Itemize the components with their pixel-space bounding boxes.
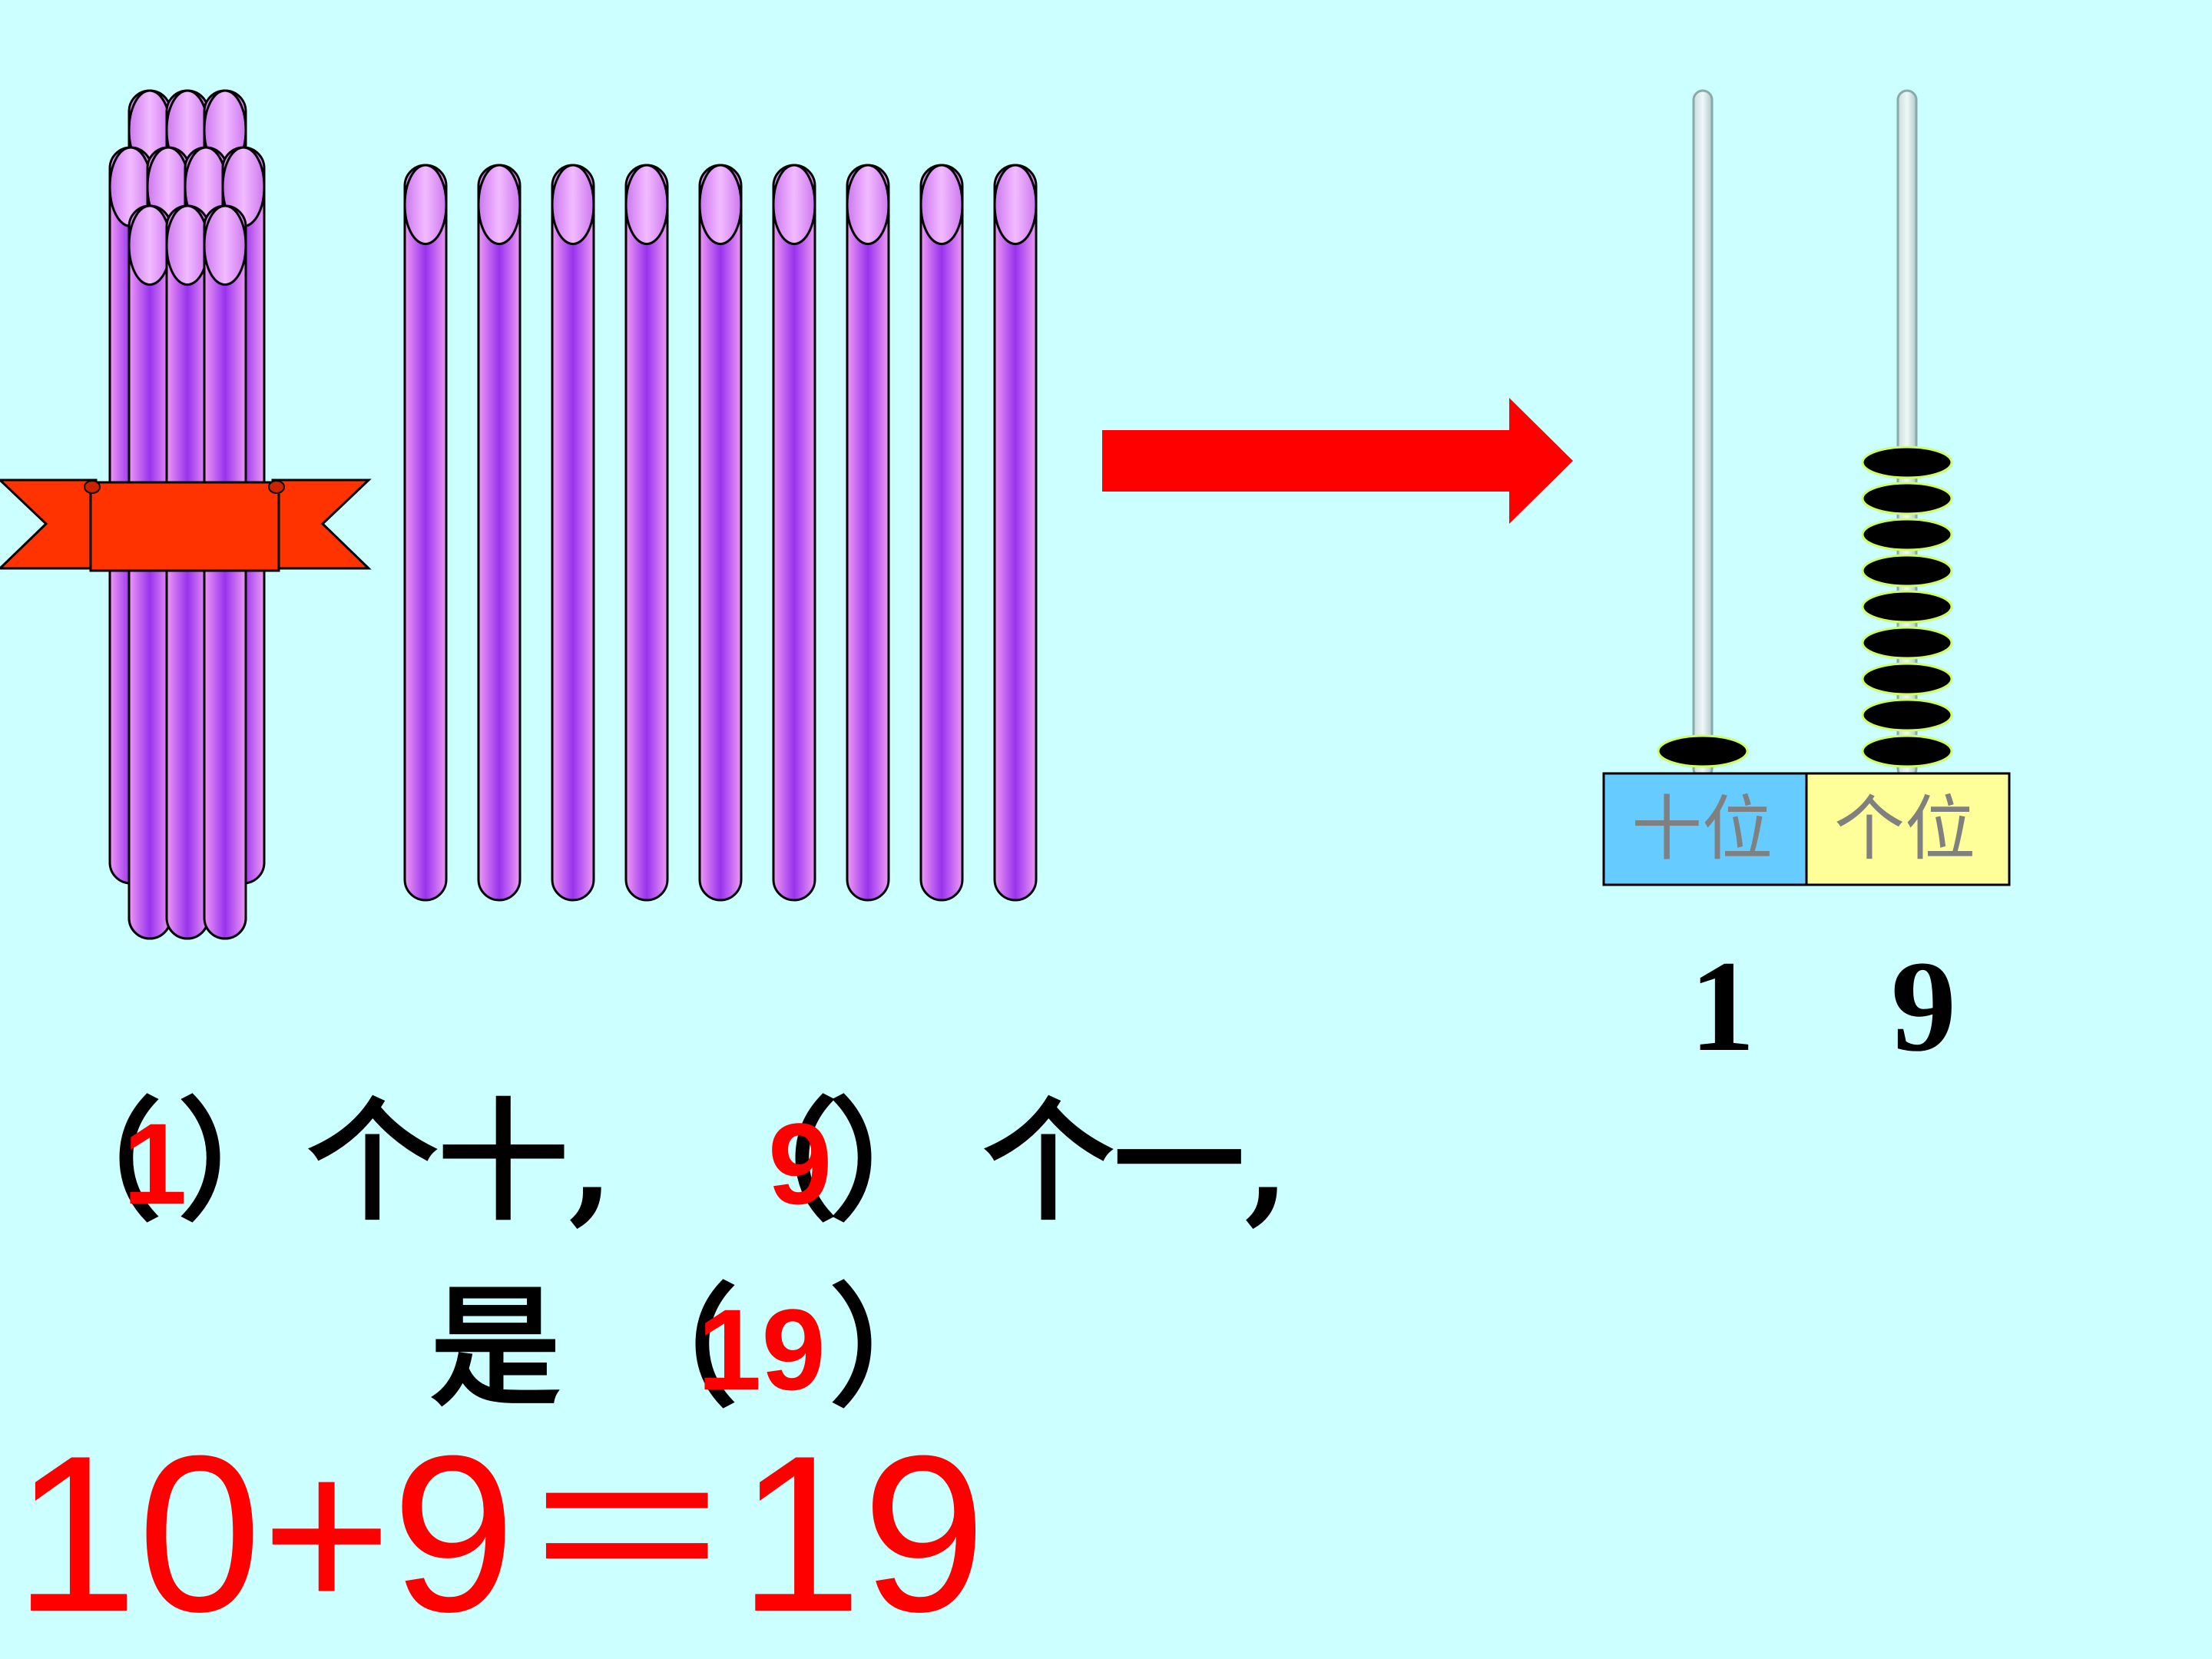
- abacus-bead: [1861, 626, 1953, 660]
- ones-place-label: 个位: [1834, 790, 1976, 869]
- is-text: 是: [430, 1271, 561, 1425]
- paren-close: ）: [830, 1085, 961, 1239]
- abacus-bead: [1861, 482, 1953, 515]
- ones-text: 个一,: [983, 1085, 1290, 1239]
- paren-close: ）: [178, 1085, 310, 1239]
- sentence-line-1: （ 1 ） 个十, （ 9 ） 个一,: [31, 1089, 1398, 1243]
- abacus-bead: [1861, 698, 1953, 732]
- abacus-bead: [1657, 734, 1749, 768]
- abacus-bead: [1861, 590, 1953, 624]
- ones-beads: [1861, 445, 1953, 768]
- loose-stick: [993, 164, 1038, 902]
- loose-stick: [919, 164, 964, 902]
- loose-stick: [846, 164, 890, 902]
- bundle-stick: [203, 204, 247, 940]
- loose-stick: [551, 164, 595, 902]
- tens-place-label: 十位: [1631, 790, 1773, 869]
- paren-open: （: [707, 1085, 838, 1239]
- tens-digit: 1: [1690, 934, 1755, 1078]
- tens-beads: [1657, 734, 1749, 768]
- abacus-bead: [1861, 734, 1953, 768]
- loose-stick: [624, 164, 669, 902]
- loose-stick: [403, 164, 448, 902]
- tens-text: 个十,: [307, 1085, 614, 1239]
- tens-rod: [1692, 89, 1714, 780]
- abacus: [1602, 89, 2011, 886]
- paren-open: （: [31, 1085, 162, 1239]
- total-answer: 19: [697, 1285, 826, 1414]
- tens-place-box: [1602, 772, 1808, 886]
- loose-stick: [477, 164, 522, 902]
- paren-close: ）: [830, 1271, 961, 1425]
- ribbon-bow: [0, 478, 372, 572]
- abacus-bead: [1861, 554, 1953, 588]
- ones-place-box: [1805, 772, 2011, 886]
- loose-sticks: [403, 164, 1038, 902]
- abacus-bead: [1861, 662, 1953, 696]
- abacus-bead: [1861, 445, 1953, 479]
- loose-stick: [698, 164, 743, 902]
- red-arrow: [1102, 398, 1573, 524]
- ones-digit: 9: [1891, 934, 1956, 1078]
- paren-open: （: [607, 1271, 738, 1425]
- equation: 10+9＝19: [14, 1409, 986, 1658]
- tens-answer: 1: [123, 1099, 187, 1228]
- bundle-stick: [165, 204, 210, 940]
- abacus-bead: [1861, 518, 1953, 551]
- sentence-line-2: 是 （ 19 ）: [430, 1275, 1014, 1429]
- ones-answer: 9: [768, 1099, 833, 1228]
- bundle-stick: [127, 204, 172, 940]
- loose-stick: [772, 164, 816, 902]
